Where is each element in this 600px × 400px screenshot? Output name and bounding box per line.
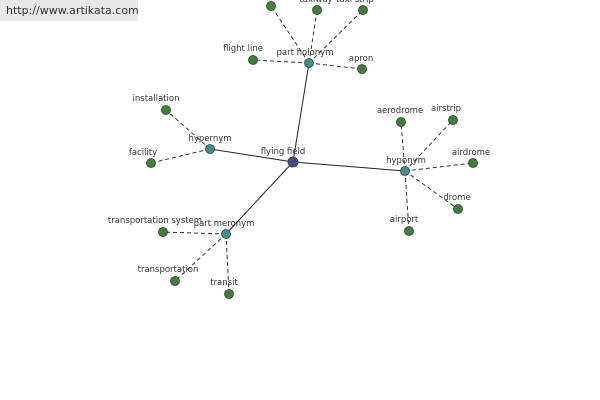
term-label-apron: apron (349, 54, 374, 64)
term-node-airdrome[interactable] (468, 158, 478, 168)
term-node-facility[interactable] (146, 158, 156, 168)
edge-part-holonym (292, 62, 310, 163)
dashed-edge-airdrome (404, 162, 474, 172)
term-node-airport[interactable] (404, 226, 414, 236)
term-label-facility: facility (129, 148, 157, 158)
edges (150, 5, 474, 295)
dashed-edge-installation (165, 109, 211, 150)
term-label-airport: airport (390, 215, 419, 225)
dashed-edge-transportation-system (162, 231, 227, 235)
dashed-edge-unlabeled (270, 5, 310, 64)
dashed-edge-transportation (174, 233, 227, 282)
term-node-apron[interactable] (357, 64, 367, 74)
dashed-edge-taxi-strip (308, 9, 364, 64)
relation-node-part-meronym[interactable] (221, 229, 231, 239)
center-label: flying field (261, 147, 306, 157)
relation-node-hyponym[interactable] (400, 166, 410, 176)
term-node-flight-line[interactable] (248, 55, 258, 65)
term-label-drome: drome (443, 193, 470, 203)
relation-label-hyponym: hyponym (386, 156, 426, 166)
dashed-edge-taxiway (308, 9, 318, 64)
watermark-url[interactable]: http://www.artikata.com (6, 4, 139, 17)
term-node-installation[interactable] (161, 105, 171, 115)
nodes (146, 1, 478, 299)
dashed-edge-apron (308, 62, 363, 70)
dashed-edge-airstrip (404, 119, 454, 172)
term-node-transportation[interactable] (170, 276, 180, 286)
edge-part-meronym (225, 161, 294, 235)
term-node-taxiway[interactable] (312, 5, 322, 15)
term-node-drome[interactable] (453, 204, 463, 214)
term-node-transit[interactable] (224, 289, 234, 299)
relation-label-hypernym: hypernym (188, 134, 231, 144)
term-label-taxi-strip: taxi strip (336, 0, 374, 5)
dashed-edge-flight-line (252, 59, 310, 64)
term-label-flight-line: flight line (223, 44, 263, 54)
watermark-banner: http://www.artikata.com (0, 0, 139, 21)
dashed-edge-transit (225, 233, 230, 295)
term-node-unlabeled[interactable] (266, 1, 276, 11)
dashed-edge-facility (150, 148, 211, 164)
term-label-airstrip: airstrip (431, 104, 461, 114)
term-node-transportation-system[interactable] (158, 227, 168, 237)
term-label-taxiway: taxiway (299, 0, 332, 5)
relation-label-part-holonym: part holonym (277, 48, 334, 58)
term-label-transit: transit (210, 278, 238, 288)
term-label-installation: installation (133, 94, 180, 104)
edge-hypernym (209, 148, 294, 163)
relation-node-part-holonym[interactable] (304, 58, 314, 68)
term-node-taxi-strip[interactable] (358, 5, 368, 15)
edge-hyponym (292, 161, 406, 172)
relation-node-hypernym[interactable] (205, 144, 215, 154)
dashed-edge-drome (404, 170, 459, 210)
term-label-aerodrome: aerodrome (377, 106, 423, 116)
term-node-aerodrome[interactable] (396, 117, 406, 127)
dashed-edge-aerodrome (400, 121, 406, 172)
center-node[interactable] (287, 156, 299, 168)
term-node-airstrip[interactable] (448, 115, 458, 125)
term-label-airdrome: airdrome (452, 148, 490, 158)
term-label-transportation-system: transportation system (108, 216, 202, 226)
term-label-transportation: transportation (138, 265, 199, 275)
dashed-edge-airport (404, 170, 410, 232)
labels: taxiway taxi strip flight line apron part ho… (108, 0, 490, 288)
relation-label-part-meronym: part meronym (194, 219, 255, 229)
